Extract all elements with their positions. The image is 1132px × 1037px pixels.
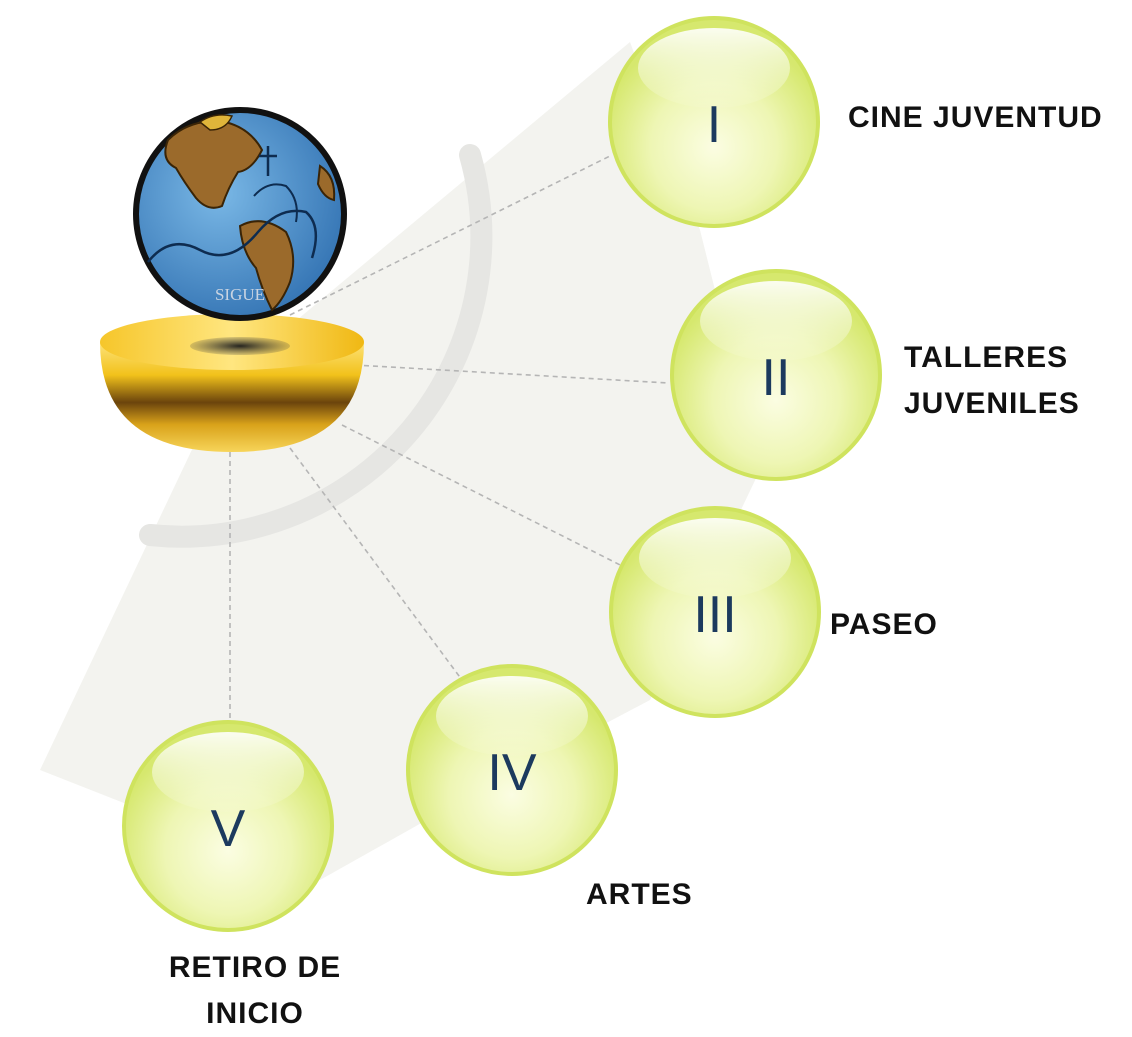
node-bubble-5: V [122, 720, 334, 932]
node-bubble-3: III [609, 506, 821, 718]
connector-line [354, 364, 669, 384]
connector-line [289, 154, 613, 316]
route-line [147, 209, 318, 263]
gold-bowl [100, 342, 364, 452]
route-line [253, 183, 298, 223]
globe-shadow [190, 337, 290, 355]
globe-icon: SIGUE [133, 107, 347, 321]
node-numeral: V [211, 800, 246, 858]
connector-line [289, 447, 463, 681]
node-numeral: II [762, 349, 791, 407]
cross-icon [259, 146, 277, 176]
node-label-line: RETIRO DE [168, 951, 342, 984]
background-arc [139, 144, 493, 548]
node-label-5: RETIRO DE INICIO [150, 945, 360, 1037]
background-fan [40, 42, 760, 880]
node-bubble-1: I [608, 16, 820, 228]
node-label-line: TALLERES [904, 341, 1069, 374]
europe-africa-shape [316, 164, 336, 202]
node-numeral: I [707, 96, 721, 154]
node-bubble-4: IV [406, 664, 618, 876]
node-numeral: IV [487, 744, 536, 802]
node-label-line: JUVENILES [904, 387, 1080, 420]
node-bubble-2: II [670, 269, 882, 481]
south-america-shape [238, 220, 295, 312]
node-label-line: INICIO [206, 997, 304, 1030]
node-label-1: CINE JUVENTUD [848, 101, 1103, 134]
node-label-4: ARTES [586, 878, 693, 911]
greenland-shape [198, 114, 234, 131]
node-label-3: PASEO [830, 608, 938, 641]
node-numeral: III [693, 586, 736, 644]
logo-text: SIGUE [215, 285, 265, 304]
connectors [229, 154, 669, 722]
globe-on-gold-bowl-icon: SIGUE [100, 107, 364, 452]
node-label-2: TALLERES JUVENILES [904, 335, 1080, 427]
